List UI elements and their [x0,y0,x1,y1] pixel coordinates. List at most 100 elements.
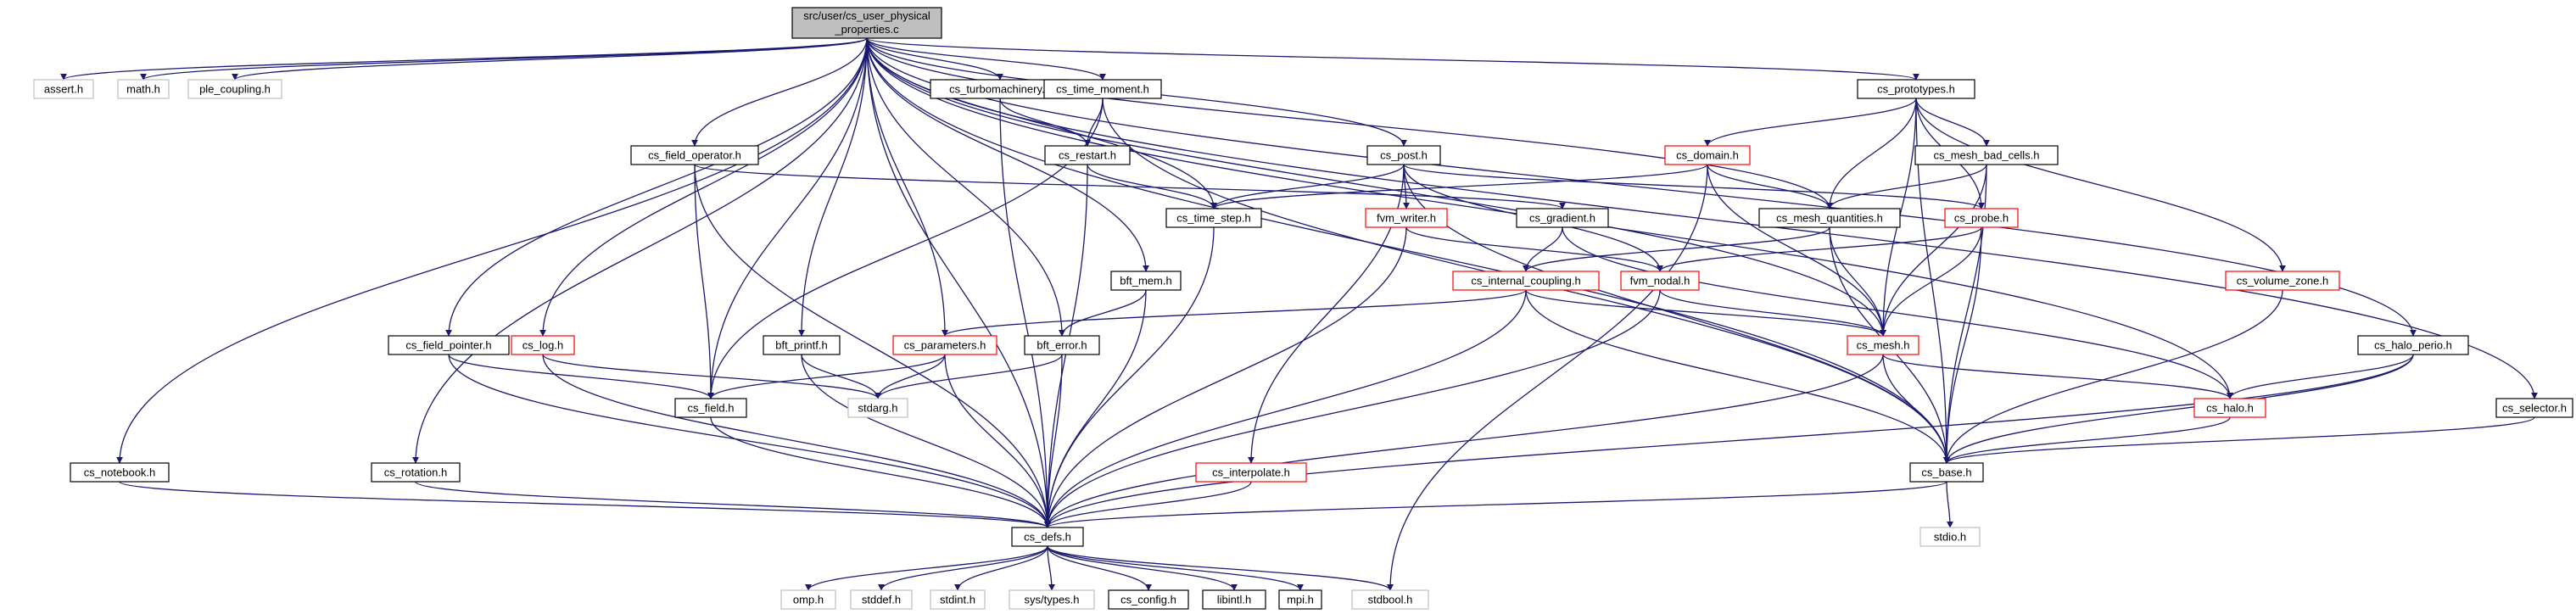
node-cs-turbomachinery[interactable]: cs_turbomachinery.h [930,79,1070,99]
edge-cs_prototypes-to-cs_mesh_quantities [1826,98,1917,209]
edge-root-to-cs_mesh_quantities [866,37,1833,209]
node-bft-printf[interactable]: bft_printf.h [763,335,841,355]
edge-cs_probe-to-cs_base [1943,226,1982,464]
node-cs-mesh-quantities[interactable]: cs_mesh_quantities.h [1758,208,1901,228]
node-cs-interpolate[interactable]: cs_interpolate.h [1195,462,1307,483]
node-math[interactable]: math.h [117,79,170,99]
node-box [1909,462,1984,483]
node-sys-types[interactable]: sys/types.h [1009,589,1095,610]
node-cs-field-pointer[interactable]: cs_field_pointer.h [388,335,510,355]
node-label: cs_volume_zone.h [2237,275,2328,287]
node-label: fvm_writer.h [1377,212,1436,225]
node-label: ple_coupling.h [199,83,271,96]
node-cs-selector[interactable]: cs_selector.h [2495,398,2573,418]
node-stdbool[interactable]: stdbool.h [1351,589,1429,610]
edge-cs_domain-to-stdbool [1387,164,1708,591]
node-label: stddef.h [862,594,901,606]
node-label: omp.h [793,594,824,606]
edge-cs_mesh_quantities-to-cs_mesh [1829,226,1886,337]
node-label: cs_halo.h [2206,402,2254,415]
node-box [1516,208,1609,228]
node-label: libintl.h [1217,594,1251,606]
node-label: cs_field.h [688,402,735,415]
node-label: bft_mem.h [1120,275,1171,287]
node-label: bft_error.h [1037,339,1087,352]
edge-cs_internal_coupling-to-cs_defs [1044,289,1527,528]
edge-cs_defs-to-cs_config [1047,545,1152,591]
node-cs-notebook[interactable]: cs_notebook.h [70,462,170,483]
node-label: cs_config.h [1120,594,1176,606]
node-fvm-nodal[interactable]: fvm_nodal.h [1620,271,1700,291]
node-cs-config[interactable]: cs_config.h [1108,589,1189,610]
node-cs-defs[interactable]: cs_defs.h [1011,527,1084,547]
edge-cs_defs-to-omp [805,545,1048,591]
node-cs-post[interactable]: cs_post.h [1366,145,1441,165]
node-box [1620,271,1700,291]
node-mpi[interactable]: mpi.h [1278,589,1322,610]
node-cs-log[interactable]: cs_log.h [511,335,575,355]
node-cs-time-moment[interactable]: cs_time_moment.h [1043,79,1162,99]
node-fvm-writer[interactable]: fvm_writer.h [1365,208,1448,228]
node-cs-internal-coupling[interactable]: cs_internal_coupling.h [1452,271,1600,291]
edge-cs_halo_perio-to-cs_base [1943,354,2414,464]
node-cs-rotation[interactable]: cs_rotation.h [371,462,461,483]
node-box [1278,589,1322,610]
node-box [780,589,836,610]
edge-cs_mesh-to-cs_base [1882,354,1950,464]
node-cs-halo-perio[interactable]: cs_halo_perio.h [2357,335,2469,355]
edge-root-to-cs_field_operator [691,37,868,147]
edge-cs_prototypes-to-cs_volume_zone [1915,98,2286,272]
node-stddef[interactable]: stddef.h [850,589,913,610]
root-label-line1: src/user/cs_user_physical [803,9,930,22]
node-cs-mesh-bad-cells[interactable]: cs_mesh_bad_cells.h [1914,145,2059,165]
edge-fvm_nodal-to-cs_mesh [1659,289,1886,337]
node-cs-parameters[interactable]: cs_parameters.h [892,335,997,355]
node-cs-field-operator[interactable]: cs_field_operator.h [630,145,759,165]
node-box [187,79,282,99]
node-cs-halo[interactable]: cs_halo.h [2193,398,2266,418]
node-cs-restart[interactable]: cs_restart.h [1044,145,1131,165]
edge-cs_field_operator-to-cs_field [694,164,714,399]
edge-cs_turbomachinery-to-cs_restart [999,98,1091,147]
node-stdint[interactable]: stdint.h [930,589,986,610]
edge-cs_defs-to-stdbool [1047,545,1394,591]
edge-bft_mem-to-bft_error [1059,289,1147,337]
node-root[interactable]: src/user/cs_user_physical_properties.c [791,7,942,39]
edge-cs_prototypes-to-cs_mesh_bad_cells [1915,98,1990,147]
node-cs-mesh[interactable]: cs_mesh.h [1847,335,1919,355]
node-stdio[interactable]: stdio.h [1919,527,1981,547]
node-assert[interactable]: assert.h [33,79,94,99]
node-omp[interactable]: omp.h [780,589,836,610]
edge-cs_field_pointer-to-cs_defs [448,354,1051,528]
edge-cs_defs-to-mpi [1047,545,1304,591]
node-box [33,79,94,99]
node-cs-base[interactable]: cs_base.h [1909,462,1984,483]
node-stdarg[interactable]: stdarg.h [847,398,908,418]
node-cs-gradient[interactable]: cs_gradient.h [1516,208,1609,228]
edge-cs_mesh-to-cs_defs [1044,354,1884,528]
node-cs-volume-zone[interactable]: cs_volume_zone.h [2225,271,2340,291]
node-label: cs_time_moment.h [1056,83,1149,96]
edge-root-to-assert [60,37,868,81]
edge-cs_log-to-cs_defs [542,354,1051,528]
node-libintl[interactable]: libintl.h [1202,589,1266,610]
node-ple-coupling[interactable]: ple_coupling.h [187,79,282,99]
node-cs-domain[interactable]: cs_domain.h [1664,145,1751,165]
edge-cs_mesh_quantities-to-cs_internal_coupling [1523,226,1830,272]
node-box [1919,527,1981,547]
edge-cs_interpolate-to-cs_defs [1044,481,1252,528]
node-box [1024,335,1100,355]
edge-root-to-cs_rotation [412,37,868,464]
node-cs-prototypes[interactable]: cs_prototypes.h [1857,79,1975,99]
node-cs-field[interactable]: cs_field.h [674,398,747,418]
edge-cs_base-to-cs_defs [1044,481,1947,528]
edge-root-to-cs_defs [866,37,1051,528]
node-cs-time-step[interactable]: cs_time_step.h [1165,208,1262,228]
node-cs-probe[interactable]: cs_probe.h [1944,208,2019,228]
node-bft-error[interactable]: bft_error.h [1024,335,1100,355]
edge-bft_printf-to-cs_defs [801,354,1051,528]
edge-cs_post-to-cs_probe [1403,164,1985,209]
edge-cs_domain-to-cs_mesh [1707,164,1886,337]
node-bft-mem[interactable]: bft_mem.h [1110,271,1182,291]
edge-root-to-cs_turbomachinery [866,37,1003,81]
